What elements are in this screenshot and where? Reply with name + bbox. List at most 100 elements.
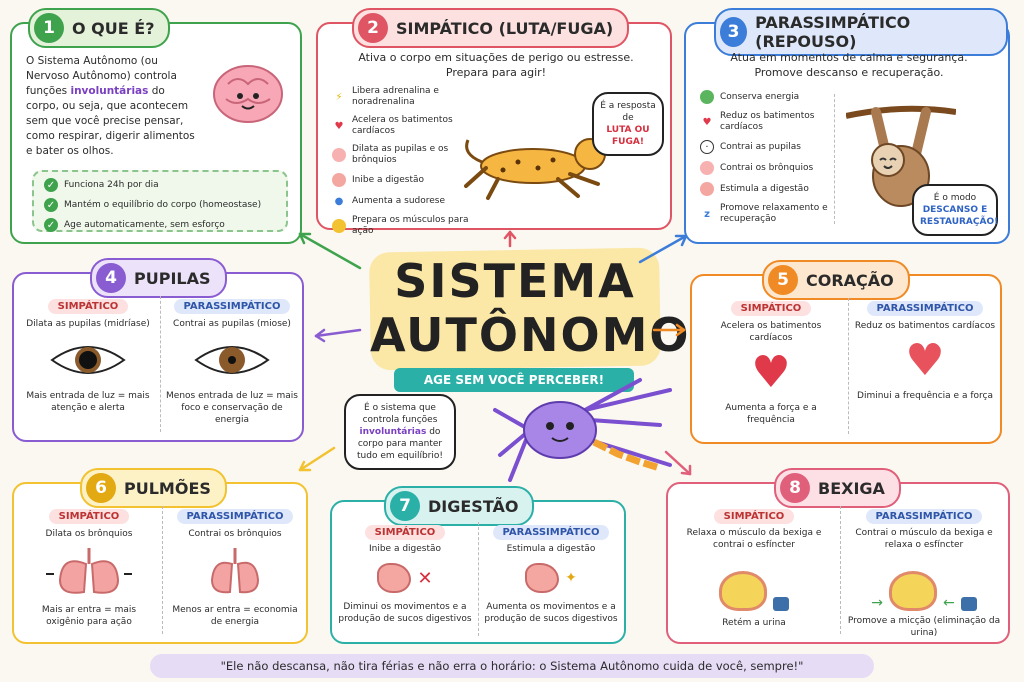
divider (160, 296, 161, 432)
card-title: CORAÇÃO (806, 270, 894, 290)
sim-top-text: Acelera os batimentos cardíacos (720, 321, 822, 343)
simpatico-label: SIMPÁTICO (364, 525, 446, 540)
check-icon: ✓ (44, 198, 58, 212)
simpatico-label: SIMPÁTICO (48, 509, 130, 524)
footer-quote: "Ele não descansa, não tira férias e não… (150, 654, 874, 678)
check-icon: ✓ (44, 218, 58, 232)
neuron-icon (493, 378, 672, 482)
divider (848, 298, 849, 434)
cheetah-icon (464, 138, 606, 200)
check-item: ✓Funciona 24h por dia (44, 178, 276, 192)
stomach-icon (700, 182, 714, 196)
simpatico-label: SIMPÁTICO (730, 301, 812, 316)
stomach-sad-icon (377, 563, 412, 593)
number-badge: 8 (780, 473, 810, 503)
par-top-text: Contrai os brônquios (188, 529, 282, 539)
card-bexiga: 8 BEXIGA SIMPÁTICO Relaxa o músculo da b… (666, 468, 1010, 644)
sim-top-text: Dilata os brônquios (45, 529, 133, 539)
par-bottom-text: Menos entrada de luz = mais foco e conse… (166, 391, 298, 425)
list-item: ●Aumenta a sudorese (332, 194, 482, 208)
muscle-icon (332, 219, 346, 233)
lightning-icon: ⚡ (335, 91, 343, 103)
stomach-icon (332, 173, 346, 187)
card-title: O QUE É? (72, 18, 155, 38)
par-top-text: Reduz os batimentos cardíacos (854, 321, 996, 331)
parassimpatico-label: PARASSIMPÁTICO (176, 509, 294, 524)
number-badge: 1 (34, 13, 64, 43)
parassimpatico-label: PARASSIMPÁTICO (866, 301, 984, 316)
lock-icon (773, 597, 789, 611)
simpatico-label: SIMPÁTICO (47, 299, 129, 314)
intro-text: Atua em momentos de calma e segurança. P… (730, 51, 968, 79)
brain-icon (213, 65, 283, 123)
lungs-icon (700, 161, 714, 175)
sim-bottom-text: Retém a urina (722, 618, 786, 628)
check-item: ✓Mantém o equilíbrio do corpo (homeostas… (44, 198, 276, 212)
number-badge: 7 (390, 491, 420, 521)
intro-text: O Sistema Autônomo (ou Nervoso Autônomo)… (26, 55, 195, 157)
heart-icon: ♥ (334, 120, 344, 132)
sim-top-text: Dilata as pupilas (midríase) (26, 319, 150, 329)
list-item: Prepara os músculos para ação (332, 215, 482, 237)
sim-top-text: Relaxa o músculo da bexiga e contrai o e… (686, 528, 822, 550)
unlock-icon (960, 597, 977, 611)
list-item: Dilata as pupilas e os brônquios (332, 144, 482, 166)
number-badge: 2 (358, 13, 388, 43)
check-item: ✓Age automaticamente, sem esforço (44, 218, 276, 232)
title-line-2: AUTÔNOMO (370, 308, 691, 362)
par-top-text: Contrai as pupilas (miose) (173, 319, 291, 329)
card-o-que-e: 1 O QUE É? O Sistema Autônomo (ou Nervos… (10, 8, 302, 244)
card-simpatico: 2 SIMPÁTICO (LUTA/FUGA) Ativa o corpo em… (316, 8, 672, 236)
list-item: Inibe a digestão (332, 173, 482, 187)
par-top-text: Estimula a digestão (506, 544, 596, 554)
card-parassimpatico: 3 PARASSIMPÁTICO (REPOUSO) Atua em momen… (684, 8, 1010, 244)
par-bottom-text: Menos ar entra = economia de energia (172, 605, 298, 627)
par-top-text: Contrai o músculo da bexiga e relaxa o e… (855, 528, 993, 550)
simpatico-label: SIMPÁTICO (713, 509, 795, 524)
heart-fast-icon: ♥ (751, 347, 791, 398)
parassimpatico-label: PARASSIMPÁTICO (865, 509, 983, 524)
par-bottom-text: Promove a micção (eliminação da urina) (847, 616, 1001, 638)
eye-icon: · (700, 140, 714, 154)
list-item: Estimula a digestão (700, 182, 830, 196)
parassimpatico-label: PARASSIMPÁTICO (173, 299, 291, 314)
divider (162, 506, 163, 634)
heart-calm-icon: ♥ (905, 335, 945, 386)
sim-top-text: Inibe a digestão (368, 544, 442, 554)
check-icon: ✓ (44, 178, 58, 192)
lungs-contracted-icon (210, 548, 260, 594)
card-title: DIGESTÃO (428, 496, 519, 516)
drop-icon: ● (334, 195, 344, 207)
title-banner: AGE SEM VOCÊ PERCEBER! (394, 368, 634, 392)
card-title: PULMÕES (124, 478, 211, 498)
constricted-eye-icon (194, 346, 270, 374)
intro-text: Ativa o corpo em situações de perigo ou … (358, 51, 634, 79)
sim-bottom-text: Mais ar entra = mais oxigênio para ação (41, 605, 137, 627)
dilated-eye-icon (50, 346, 126, 374)
card-coracao: 5 CORAÇÃO SIMPÁTICO Acelera os batimento… (690, 260, 1002, 444)
card-title: PUPILAS (134, 268, 211, 288)
checklist-box: ✓Funciona 24h por dia ✓Mantém o equilíbr… (32, 170, 288, 232)
bladder-happy-icon (889, 571, 937, 611)
parassimpatico-label: PARASSIMPÁTICO (492, 525, 610, 540)
list-item: ♥Acelera os batimentos cardíacos (332, 115, 482, 137)
sparkle-icon: ✦ (565, 570, 577, 586)
arrow-left-icon: ← (943, 595, 955, 611)
sleep-icon: z (704, 208, 710, 220)
lungs-icon (332, 148, 346, 162)
x-icon: ✕ (417, 567, 433, 589)
card-title: PARASSIMPÁTICO (REPOUSO) (755, 13, 911, 51)
number-badge: 3 (720, 17, 748, 47)
list-item: ♥Reduz os batimentos cardíacos (700, 111, 830, 133)
card-pupilas: 4 PUPILAS SIMPÁTICO Dilata as pupilas (m… (12, 258, 304, 442)
arrow-right-icon: → (871, 595, 883, 611)
card-title: BEXIGA (818, 478, 885, 498)
card-pulmoes: 6 PULMÕES SIMPÁTICO Dilata os brônquios … (12, 468, 308, 644)
number-badge: 4 (96, 263, 126, 293)
heart-icon: ♥ (702, 116, 712, 128)
divider (478, 522, 479, 636)
